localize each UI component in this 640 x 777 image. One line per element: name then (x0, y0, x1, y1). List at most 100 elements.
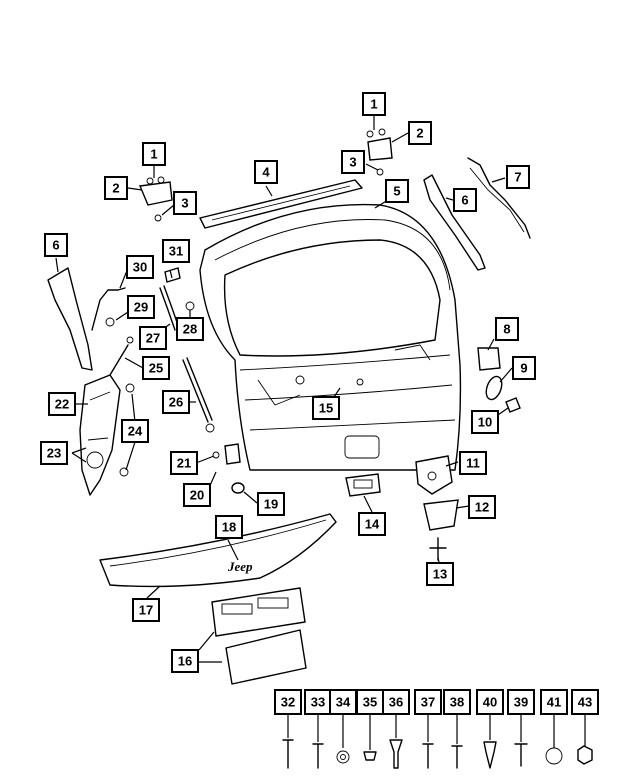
svg-text:29: 29 (134, 300, 148, 315)
callout-14: 14 (358, 512, 386, 536)
svg-text:8: 8 (503, 322, 510, 337)
callout-26: 26 (162, 390, 190, 414)
svg-text:4: 4 (262, 165, 270, 180)
clip-31 (164, 267, 181, 283)
wire-harness-7 (467, 157, 531, 239)
callout-24: 24 (121, 419, 149, 443)
svg-text:15: 15 (319, 401, 333, 416)
bolt-13 (429, 537, 447, 561)
callout-1a: 1 (142, 142, 166, 166)
liftgate-panel (199, 203, 462, 471)
clip-28 (185, 301, 195, 311)
callout-16: 16 (171, 649, 199, 673)
callout-22: 22 (48, 392, 76, 416)
screw-21 (212, 451, 220, 459)
callout-9: 9 (512, 356, 536, 380)
svg-text:16: 16 (178, 654, 192, 669)
wiper-motor-assembly (79, 336, 134, 496)
fastener-row (282, 739, 593, 769)
callout-38: 38 (443, 689, 471, 715)
svg-text:27: 27 (146, 331, 160, 346)
svg-text:3: 3 (349, 155, 356, 170)
svg-text:2: 2 (416, 126, 423, 141)
svg-text:28: 28 (183, 322, 197, 337)
callout-6b: 6 (453, 188, 477, 212)
callout-8: 8 (495, 317, 519, 341)
svg-text:41: 41 (547, 695, 561, 710)
hinge-right (366, 128, 393, 176)
wire-30 (91, 287, 126, 331)
callout-32: 32 (274, 689, 302, 715)
svg-text:26: 26 (169, 395, 183, 410)
svg-text:20: 20 (190, 488, 204, 503)
bumper-19 (231, 482, 245, 494)
callout-23: 23 (40, 441, 68, 465)
callout-15: 15 (312, 396, 340, 420)
svg-text:5: 5 (393, 184, 400, 199)
svg-text:19: 19 (264, 497, 278, 512)
svg-text:32: 32 (281, 695, 295, 710)
callout-30: 30 (126, 255, 154, 279)
callout-27: 27 (139, 326, 167, 350)
svg-text:1: 1 (150, 147, 157, 162)
screw-24b (119, 467, 129, 477)
callout-39: 39 (507, 689, 535, 715)
callout-35: 35 (356, 689, 384, 715)
svg-text:1: 1 (370, 97, 377, 112)
svg-text:39: 39 (514, 695, 528, 710)
svg-text:25: 25 (149, 361, 163, 376)
callout-18: 18 (215, 515, 243, 539)
handle-14 (345, 473, 381, 497)
svg-text:21: 21 (177, 456, 191, 471)
svg-text:36: 36 (389, 695, 403, 710)
callout-2a: 2 (104, 176, 128, 200)
callout-6a: 6 (44, 233, 68, 257)
svg-text:33: 33 (311, 695, 325, 710)
callout-3a: 3 (173, 191, 197, 215)
svg-text:10: 10 (478, 415, 492, 430)
callout-40: 40 (476, 689, 504, 715)
part-9 (485, 375, 503, 401)
svg-text:18: 18 (222, 520, 236, 535)
switch-21 (224, 443, 241, 465)
svg-text:11: 11 (466, 456, 480, 471)
callout-4: 4 (254, 160, 278, 184)
svg-text:43: 43 (578, 695, 592, 710)
svg-text:30: 30 (133, 260, 147, 275)
callout-37: 37 (414, 689, 442, 715)
callout-13: 13 (426, 562, 454, 586)
weatherstrip-right (423, 174, 486, 271)
svg-text:7: 7 (514, 170, 521, 185)
callout-21: 21 (170, 451, 198, 475)
callout-17: 17 (132, 598, 160, 622)
callout-1b: 1 (362, 92, 386, 116)
svg-text:35: 35 (363, 695, 377, 710)
grommet-29 (105, 317, 115, 327)
svg-text:9: 9 (520, 361, 527, 376)
callout-7: 7 (506, 165, 530, 189)
latch-11 (415, 455, 453, 495)
callout-25: 25 (142, 356, 170, 380)
callout-12: 12 (468, 495, 496, 519)
callout-11: 11 (459, 451, 487, 475)
svg-text:38: 38 (450, 695, 464, 710)
svg-text:34: 34 (336, 695, 351, 710)
callout-2b: 2 (408, 121, 432, 145)
hinge-left (138, 176, 173, 222)
svg-text:6: 6 (52, 238, 59, 253)
svg-text:12: 12 (475, 500, 489, 515)
svg-text:2: 2 (112, 181, 119, 196)
callout-43: 43 (571, 689, 599, 715)
part-10 (505, 397, 521, 413)
part-8 (477, 347, 501, 371)
svg-text:6: 6 (461, 193, 468, 208)
spoiler-part-4 (199, 179, 363, 229)
screw-24a (125, 383, 135, 393)
callout-31: 31 (162, 239, 190, 263)
latch-cover-12 (423, 499, 459, 531)
svg-text:17: 17 (139, 603, 153, 618)
callout-36: 36 (382, 689, 410, 715)
callout-3b: 3 (341, 150, 365, 174)
